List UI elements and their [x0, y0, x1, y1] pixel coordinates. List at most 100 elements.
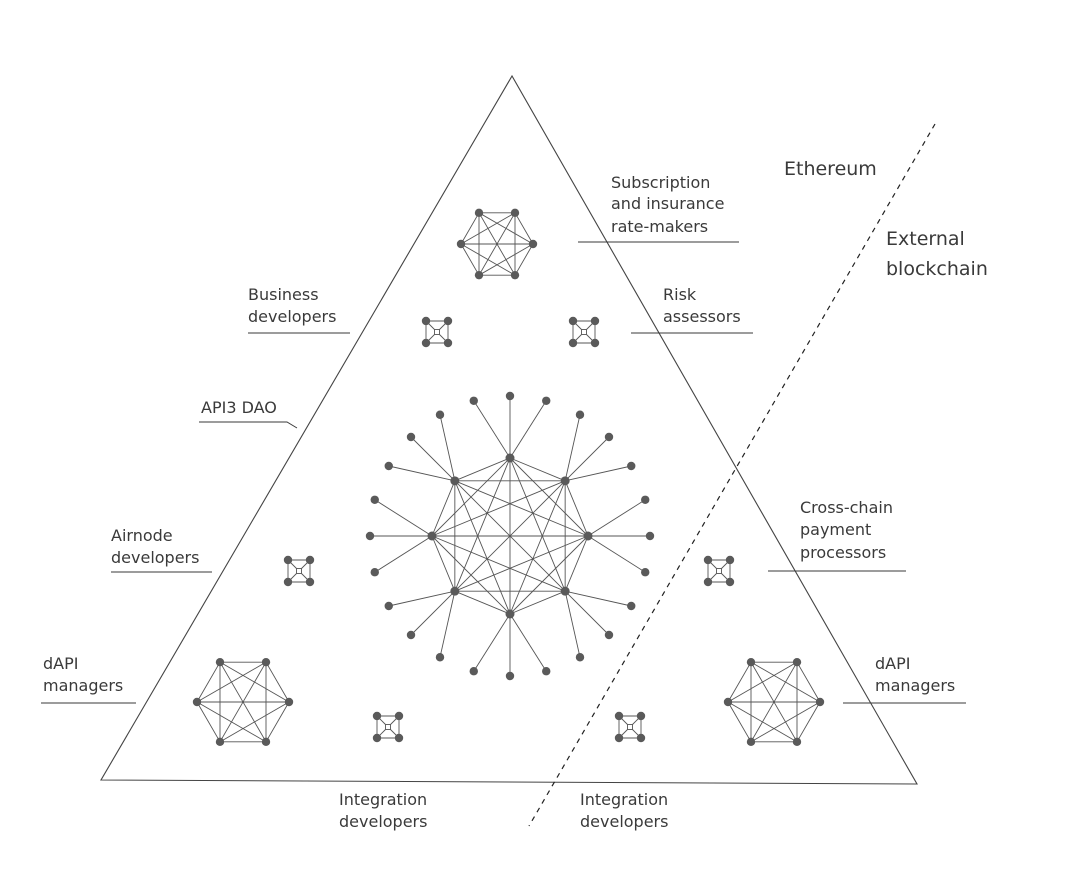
business-developers-label-line2: developers — [248, 307, 336, 326]
crosschain-label-line3: processors — [800, 543, 886, 562]
core-edge — [509, 457, 566, 482]
outer-node — [469, 667, 478, 676]
network-edge — [196, 661, 267, 703]
ethereum-label: Ethereum — [784, 158, 877, 180]
core-edge — [431, 480, 456, 537]
outer-node — [645, 531, 655, 541]
integration-developers-left-label-line1: Integration — [339, 790, 427, 809]
network-node — [456, 239, 466, 249]
network-node — [283, 577, 293, 587]
network-edge — [727, 661, 752, 703]
airnode-developers-label-line2: developers — [111, 548, 199, 567]
network-edge — [727, 701, 752, 743]
spoke-edge — [473, 613, 511, 672]
dapi-managers-right-label-line2: managers — [875, 676, 955, 695]
outer-node — [406, 432, 416, 442]
outer-node — [505, 391, 515, 401]
outer-node — [406, 630, 416, 640]
network-node — [421, 316, 431, 326]
network-node — [703, 577, 713, 587]
spoke-edge — [388, 465, 455, 482]
network-node — [815, 697, 825, 707]
network-node — [443, 316, 453, 326]
outer-node — [627, 601, 636, 611]
spoke-edge — [565, 465, 632, 482]
core-edge — [431, 480, 566, 537]
core-edge — [454, 480, 511, 615]
spoke-edge — [410, 590, 456, 636]
core-edge — [509, 480, 566, 615]
network-edge — [196, 701, 221, 743]
spoke-edge — [388, 590, 455, 607]
network-edge — [514, 243, 534, 276]
network-edge — [478, 212, 516, 276]
core-edge — [431, 535, 511, 615]
spoke-edge — [587, 535, 646, 573]
dapi-right-hexagon-network — [723, 657, 825, 747]
outer-node — [384, 461, 393, 471]
core-edge — [454, 590, 511, 615]
network-node — [474, 208, 484, 218]
core-edge — [564, 535, 589, 592]
subscription-label-line2: and insurance — [611, 194, 724, 213]
network-node — [261, 737, 271, 747]
spoke-edge — [374, 535, 433, 573]
core-node — [505, 453, 515, 463]
airnode-developers-label-line1: Airnode — [111, 526, 173, 545]
network-node — [528, 239, 538, 249]
square-center-node — [434, 329, 440, 335]
network-node — [614, 711, 624, 721]
square-center-node — [385, 724, 391, 730]
network-node — [723, 697, 733, 707]
network-node — [636, 711, 646, 721]
api3-dao-label: API3 DAO — [201, 398, 277, 417]
network-node — [614, 733, 624, 743]
integration-developers-left-label-line2: developers — [339, 812, 427, 831]
spoke-edge — [564, 590, 610, 636]
core-node — [450, 476, 460, 486]
network-edge — [460, 212, 480, 245]
network-node — [215, 657, 225, 667]
outer-node — [384, 601, 393, 611]
spoke-edge — [564, 414, 581, 481]
network-edge — [796, 701, 821, 743]
outer-node — [641, 568, 650, 577]
network-node — [305, 577, 315, 587]
core-edge — [454, 480, 589, 537]
square-center-node — [716, 568, 722, 574]
core-edge — [454, 480, 566, 592]
square-network-airnode — [283, 555, 315, 587]
core-node — [450, 586, 460, 596]
core-edge — [454, 457, 511, 482]
spoke-edge — [509, 400, 547, 459]
network-node — [568, 338, 578, 348]
outer-node — [575, 653, 585, 662]
network-edge — [727, 661, 798, 703]
network-edge — [265, 701, 290, 743]
network-node — [568, 316, 578, 326]
network-node — [792, 657, 802, 667]
outer-node — [370, 568, 379, 577]
core-node — [583, 531, 593, 541]
business-developers-label-line1: Business — [248, 285, 319, 304]
square-network-risk — [568, 316, 600, 348]
external-blockchain-label-line2: blockchain — [886, 258, 988, 280]
crosschain-label-line1: Cross-chain — [800, 498, 893, 517]
core-edge — [454, 457, 511, 592]
ecosystem-triangle — [100, 74, 918, 785]
network-node — [725, 577, 735, 587]
network-node — [792, 737, 802, 747]
spoke-edge — [410, 436, 456, 482]
core-node — [427, 531, 437, 541]
network-edge — [219, 661, 267, 743]
spoke-edge — [439, 591, 456, 658]
square-network-integration-left — [372, 711, 404, 743]
network-node — [590, 338, 600, 348]
network-node — [443, 338, 453, 348]
integration-developers-right-label-line1: Integration — [580, 790, 668, 809]
network-graphs — [192, 208, 825, 747]
outer-node — [469, 396, 478, 405]
square-center-node — [296, 568, 302, 574]
network-node — [590, 316, 600, 326]
